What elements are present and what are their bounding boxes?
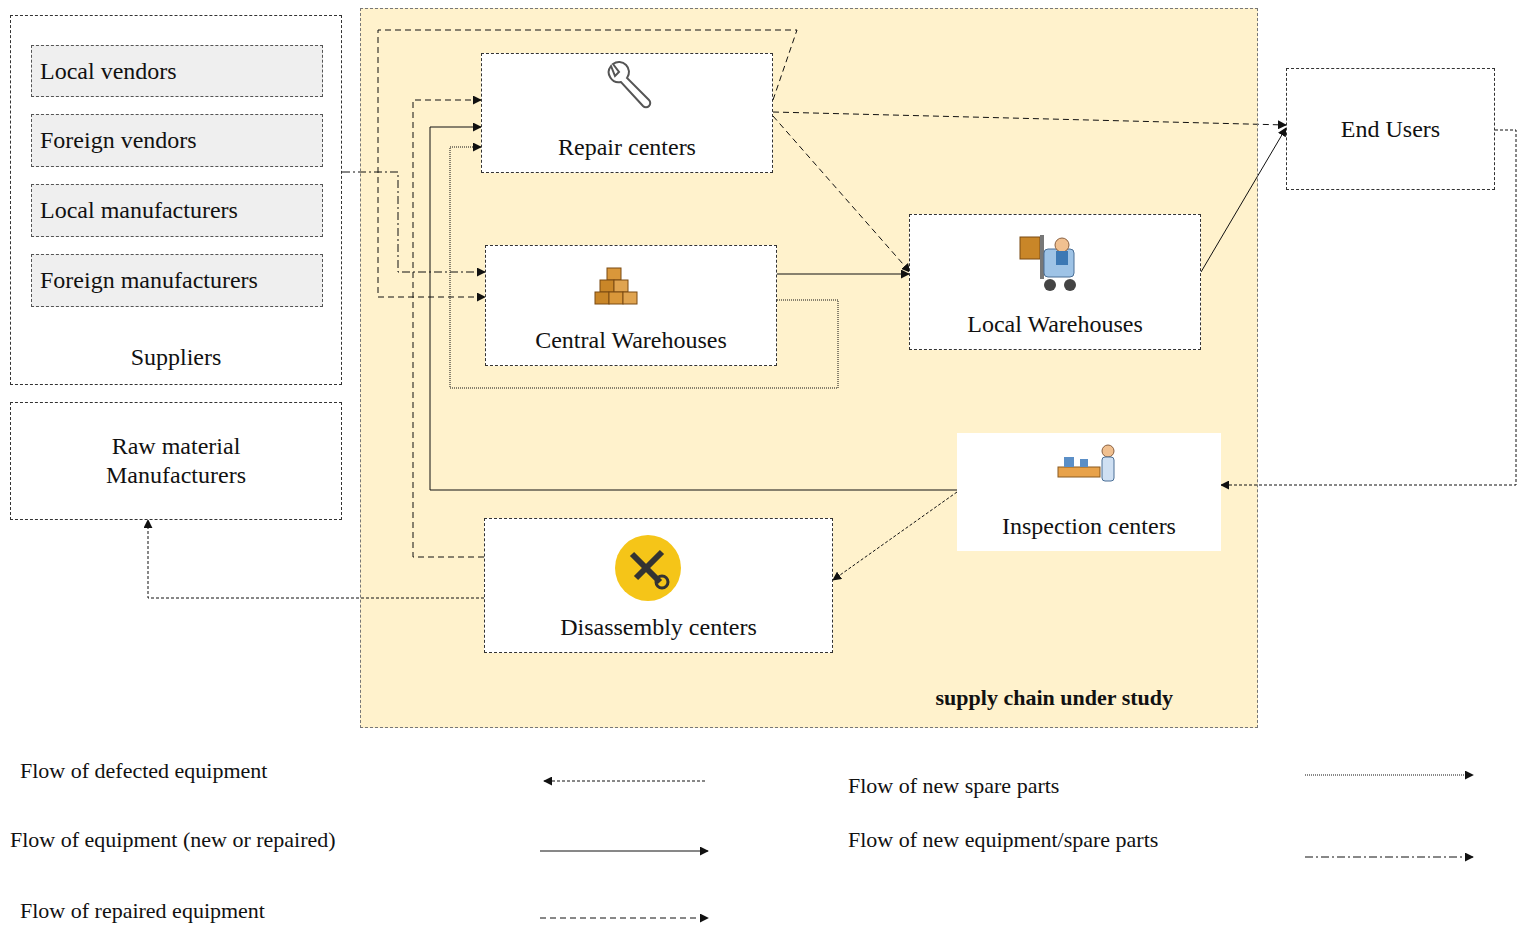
box-label: Suppliers: [131, 343, 222, 372]
process-box: Disassembly centers: [484, 518, 833, 653]
process-box: Inspection centers: [957, 433, 1221, 551]
boxes-icon: [595, 268, 637, 304]
flow-connector: [773, 112, 1286, 125]
disassembly-icon: [615, 535, 681, 601]
legend-sample-defected: [544, 781, 705, 782]
process-box: End Users: [1286, 68, 1495, 190]
process-box: Central Warehouses: [485, 245, 777, 366]
region-band: supply chain under study Repair centersCe…: [360, 8, 1258, 728]
flow-connector: [148, 520, 484, 598]
legend-text: Flow of new equipment/spare parts: [848, 827, 1158, 853]
legend-text: Flow of equipment (new or repaired): [10, 827, 336, 853]
box-label: Local vendors: [40, 57, 177, 86]
process-box: Local Warehouses: [909, 214, 1201, 350]
box-label: Disassembly centers: [560, 613, 757, 642]
process-box: Raw material Manufacturers: [10, 402, 342, 520]
box-label: Foreign manufacturers: [40, 266, 258, 295]
legend-sample-repaired: [540, 918, 708, 919]
legend-text: Flow of repaired equipment: [20, 898, 265, 924]
box-label: End Users: [1341, 115, 1440, 144]
band-fill: [360, 8, 1258, 728]
flow-connector: [1201, 128, 1286, 272]
flow-connector: [773, 116, 910, 272]
flow-connector: [342, 172, 485, 272]
box-label: Local Warehouses: [967, 310, 1143, 339]
flow-connector: [450, 147, 838, 388]
box-label: Raw material Manufacturers: [66, 432, 286, 490]
legend-sample-new-equipment: [1305, 857, 1473, 858]
legend-sample-spare-parts: [1305, 775, 1473, 776]
process-box: Foreign manufacturers: [31, 254, 323, 307]
wrench-icon: [609, 62, 650, 107]
flow-connector: [430, 127, 957, 490]
box-label: Repair centers: [558, 133, 696, 162]
flow-connector: [777, 274, 909, 275]
legend-text: Flow of defected equipment: [20, 758, 267, 784]
box-label: Inspection centers: [1002, 512, 1176, 541]
flow-connector: [833, 492, 957, 580]
process-box: Suppliers Local vendorsForeign vendorsLoc…: [10, 15, 342, 385]
region-label: supply chain under study: [936, 685, 1173, 711]
box-label: Central Warehouses: [535, 326, 727, 355]
process-box: Repair centers: [481, 53, 773, 173]
box-label: Local manufacturers: [40, 196, 238, 225]
inspector-icon: [1058, 445, 1114, 481]
box-label: Foreign vendors: [40, 126, 197, 155]
legend-text: Flow of new spare parts: [848, 773, 1059, 799]
flow-connector: [413, 100, 484, 557]
forklift-icon: [1020, 235, 1076, 291]
process-box: Foreign vendors: [31, 114, 323, 167]
legend-sample-equipment: [540, 851, 708, 852]
process-box: Local vendors: [31, 45, 323, 97]
process-box: Local manufacturers: [31, 184, 323, 237]
